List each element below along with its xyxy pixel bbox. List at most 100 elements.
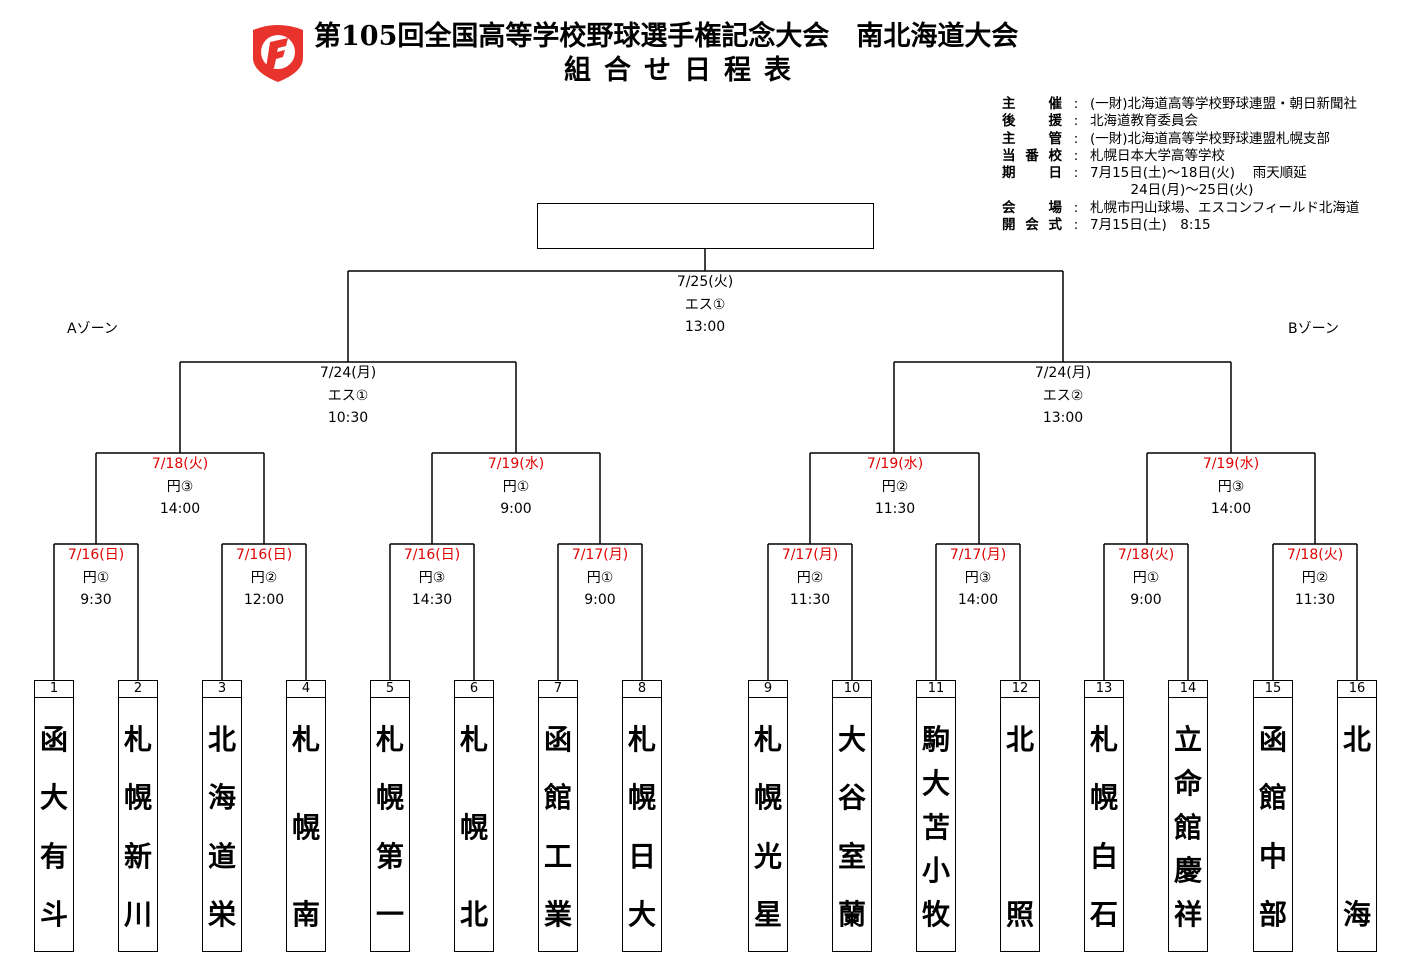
team-name-char: 札 — [753, 723, 782, 756]
team-name-char: 第 — [375, 839, 404, 873]
match-round1-8: 7/18(火) 円② 11:30 — [1286, 547, 1344, 609]
match-quarterfinal-1: 7/18(火) 円③ 14:00 — [151, 456, 209, 518]
match-round1-3: 7/16(日) 円③ 14:30 — [403, 547, 461, 609]
zone-b-label: Bゾーン — [1288, 321, 1339, 337]
team-name-char: 札 — [291, 723, 320, 756]
team-name-char: 札 — [375, 723, 404, 756]
team-name: 北海 — [1337, 698, 1377, 952]
team-name-char: 北 — [1005, 723, 1034, 756]
match-round1-4: 7/17(月) 円① 9:00 — [571, 547, 629, 609]
team-name-char: 立 — [1173, 723, 1202, 756]
info-row-dates-cont: 24日(月)～25日(火) — [1090, 182, 1254, 199]
match-round1-5: 7/17(月) 円② 11:30 — [781, 547, 839, 609]
team-name-char: 幌 — [459, 810, 488, 844]
team-name: 函大有斗 — [34, 698, 74, 952]
team-name-char: 室 — [837, 839, 866, 873]
team-name-char: 苫 — [921, 810, 950, 844]
match-semifinal-a: 7/24(月) エス① 10:30 — [319, 365, 377, 427]
team-name-char: 駒 — [921, 723, 950, 756]
team-number: 10 — [832, 680, 872, 698]
team-name-char: 光 — [753, 839, 782, 873]
team-name: 函館中部 — [1253, 698, 1293, 952]
team-name-char: 谷 — [837, 781, 866, 815]
team-number: 7 — [538, 680, 578, 698]
team-number: 11 — [916, 680, 956, 698]
team-number: 2 — [118, 680, 158, 698]
match-semifinal-b: 7/24(月) エス② 13:00 — [1034, 365, 1092, 427]
tournament-logo-icon — [253, 25, 303, 82]
team-name: 札幌光星 — [748, 698, 788, 952]
team-name-char: 工 — [543, 839, 572, 873]
team-name-char: 南 — [291, 898, 320, 931]
team-name-char: 新 — [123, 839, 152, 873]
page-title: 第105回全国高等学校野球選手権記念大会 南北海道大会 — [314, 21, 1019, 52]
team-name-char: 幌 — [1089, 781, 1118, 815]
team-name: 北海道栄 — [202, 698, 242, 952]
team-name-char: 川 — [123, 897, 152, 931]
team-name-char: 道 — [207, 839, 236, 873]
team-number: 8 — [622, 680, 662, 698]
team-name-char: 館 — [1173, 810, 1202, 844]
info-row-venue: 会場:札幌市円山球場、エスコンフィールド北海道 — [1002, 199, 1360, 216]
match-round1-6: 7/17(月) 円③ 14:00 — [949, 547, 1007, 609]
match-quarterfinal-4: 7/19(水) 円③ 14:00 — [1202, 456, 1260, 518]
match-round1-2: 7/16(日) 円② 12:00 — [235, 547, 293, 609]
team-name-char: 星 — [753, 897, 782, 931]
page-subtitle: 組合せ日程表 — [564, 55, 804, 86]
team-name-char: 業 — [543, 897, 572, 931]
team-name-char: 函 — [39, 723, 68, 756]
team-name-char: 大 — [921, 766, 950, 800]
team-name-char: 北 — [1342, 723, 1371, 756]
team-slot: 2 札幌新川 — [118, 680, 158, 952]
team-number: 3 — [202, 680, 242, 698]
tournament-info: 主催:(一財)北海道高等学校野球連盟・朝日新聞社 後援:北海道教育委員会 主管:… — [1002, 96, 1359, 234]
team-name-char: 幌 — [627, 781, 656, 815]
team-name: 札幌南 — [286, 698, 326, 952]
team-number: 14 — [1168, 680, 1208, 698]
team-name-char: 石 — [1089, 897, 1118, 931]
team-name-char: 祥 — [1173, 898, 1202, 931]
team-number: 1 — [34, 680, 74, 698]
team-name-char: 牧 — [921, 898, 950, 931]
team-name-char: 函 — [543, 723, 572, 756]
team-number: 5 — [370, 680, 410, 698]
team-name-char: 有 — [39, 839, 68, 873]
team-name-char: 海 — [1342, 898, 1371, 931]
match-round1-7: 7/18(火) 円① 9:00 — [1117, 547, 1175, 609]
team-name-char: 大 — [627, 897, 656, 931]
zone-a-label: Aゾーン — [67, 321, 118, 337]
team-name: 札幌白石 — [1084, 698, 1124, 952]
team-name-char: 中 — [1258, 839, 1287, 873]
team-name: 札幌北 — [454, 698, 494, 952]
info-row-dates: 期日:7月15日(土)～18日(火) 雨天順延 — [1002, 165, 1307, 182]
team-name-char: 大 — [837, 723, 866, 756]
team-name: 札幌日大 — [622, 698, 662, 952]
info-row-support: 後援:北海道教育委員会 — [1002, 113, 1198, 130]
team-name-char: 栄 — [207, 897, 236, 931]
team-name-char: 札 — [459, 723, 488, 756]
info-row-opening: 開会式:7月15日(土) 8:15 — [1002, 217, 1211, 234]
team-number: 4 — [286, 680, 326, 698]
team-name: 駒大苫小牧 — [916, 698, 956, 952]
team-name-char: 札 — [123, 723, 152, 756]
team-name-char: 大 — [39, 781, 68, 815]
team-name-char: 札 — [1089, 723, 1118, 756]
team-name-char: 館 — [1258, 781, 1287, 815]
team-number: 16 — [1337, 680, 1377, 698]
team-number: 15 — [1253, 680, 1293, 698]
team-name-char: 幌 — [123, 781, 152, 815]
match-quarterfinal-2: 7/19(水) 円① 9:00 — [487, 456, 545, 518]
